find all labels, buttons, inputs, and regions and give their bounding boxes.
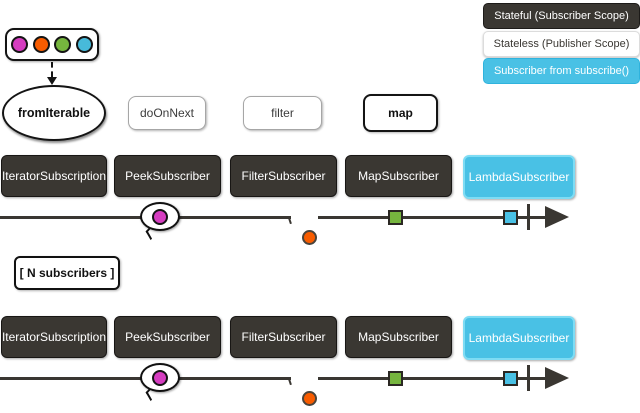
timeline-arrowhead-icon bbox=[545, 367, 569, 389]
dropped-orange-dot-icon bbox=[302, 230, 317, 245]
subscriber-box-peeksubscriber: PeekSubscriber bbox=[114, 316, 221, 358]
operator-box-filter: filter bbox=[243, 96, 322, 130]
source-marble-box bbox=[5, 28, 99, 61]
bubble-marble-magenta-icon bbox=[152, 208, 168, 225]
complete-bar-icon bbox=[527, 204, 530, 230]
marble-timeline-1 bbox=[0, 194, 580, 250]
timeline-arrowhead-icon bbox=[545, 206, 569, 228]
legend-item-subscriber: Subscriber from subscribe() bbox=[483, 58, 640, 84]
timeline-line bbox=[318, 216, 547, 219]
subscribe-dashed-arrow bbox=[51, 62, 53, 77]
drop-tick bbox=[288, 378, 292, 386]
complete-bar-icon bbox=[527, 365, 530, 391]
operator-box-map: map bbox=[363, 94, 438, 132]
subscribe-arrowhead-icon bbox=[47, 77, 57, 85]
blue-square-event-icon bbox=[503, 371, 518, 386]
event-bubble bbox=[140, 202, 180, 231]
operator-fromiterable: fromIterable bbox=[2, 85, 106, 141]
marble-orange-icon bbox=[32, 36, 50, 53]
subscriber-box-iteratorsubscription: IteratorSubscription bbox=[1, 316, 107, 358]
subscriber-box-filtersubscriber: FilterSubscriber bbox=[230, 155, 337, 197]
timeline-line bbox=[318, 377, 547, 380]
legend-item-stateful: Stateful (Subscriber Scope) bbox=[483, 3, 640, 29]
event-bubble bbox=[140, 363, 180, 392]
n-subscribers-note: [ N subscribers ] bbox=[14, 256, 120, 290]
marble-timeline-2 bbox=[0, 355, 580, 411]
green-square-event-icon bbox=[388, 210, 403, 225]
subscriber-box-peeksubscriber: PeekSubscriber bbox=[114, 155, 221, 197]
green-square-event-icon bbox=[388, 371, 403, 386]
dropped-orange-dot-icon bbox=[302, 391, 317, 406]
subscriber-box-iteratorsubscription: IteratorSubscription bbox=[1, 155, 107, 197]
marble-blue-icon bbox=[75, 36, 93, 53]
operator-box-doonnext: doOnNext bbox=[128, 96, 206, 130]
bubble-marble-magenta-icon bbox=[152, 369, 168, 386]
subscriber-box-mapsubscriber: MapSubscriber bbox=[345, 155, 452, 197]
subscriber-box-mapsubscriber: MapSubscriber bbox=[345, 316, 452, 358]
marble-green-icon bbox=[54, 36, 72, 53]
blue-square-event-icon bbox=[503, 210, 518, 225]
subscriber-box-lambdasubscriber: LambdaSubscriber bbox=[463, 155, 575, 199]
subscriber-box-lambdasubscriber: LambdaSubscriber bbox=[463, 316, 575, 360]
marble-magenta-icon bbox=[11, 36, 29, 53]
legend-item-stateless: Stateless (Publisher Scope) bbox=[483, 31, 640, 57]
subscriber-box-filtersubscriber: FilterSubscriber bbox=[230, 316, 337, 358]
drop-tick bbox=[288, 217, 292, 225]
